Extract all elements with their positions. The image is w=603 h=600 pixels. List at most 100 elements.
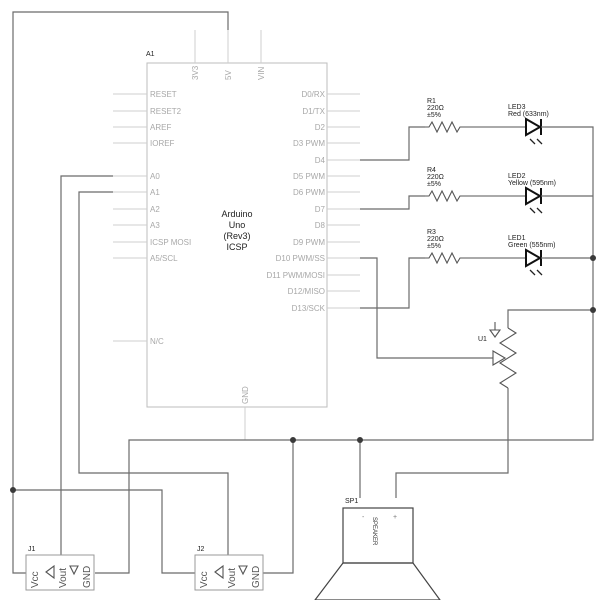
- pin-right-label: D6 PWM: [293, 188, 325, 197]
- wire-d4-r1: [360, 126, 425, 161]
- pin-left-label: ICSP MOSI: [150, 238, 191, 247]
- pot-wiper-arrow: [492, 350, 507, 366]
- wire-speaker-pot: [395, 388, 509, 498]
- pin-right-label: D7: [315, 205, 326, 214]
- sensor-pin-label: Vcc: [199, 571, 210, 588]
- pin-top-label: VIN: [257, 66, 266, 80]
- resistor-tolerance: ±5%: [427, 243, 441, 250]
- junction: [290, 437, 296, 443]
- resistor-zigzag: [425, 251, 525, 265]
- pin-right-label: D2: [315, 123, 326, 132]
- potentiometer: U1: [478, 322, 518, 389]
- led-emitter-icon: [69, 565, 79, 576]
- junction: [590, 255, 596, 261]
- speaker-cone: [314, 562, 441, 600]
- junction: [357, 437, 363, 443]
- wires: [10, 11, 596, 574]
- pin-left-label: AREF: [150, 123, 171, 132]
- wire-a0-j1-vout: [60, 175, 113, 555]
- speaker-ref: SP1: [345, 498, 358, 505]
- resistor-tolerance: ±5%: [427, 112, 441, 119]
- resistor-ref: R3: [427, 229, 436, 236]
- sensor-pin-label: GND: [251, 566, 262, 588]
- resistor-zigzag: [425, 189, 525, 203]
- pin-right-label: D4: [315, 156, 326, 165]
- resistor-value: 220Ω: [427, 236, 444, 243]
- ground-icon: [488, 322, 502, 338]
- sensor-pin-label: Vout: [227, 568, 238, 588]
- sensor-ref: J2: [197, 546, 205, 553]
- pin-top-label: 3V3: [191, 65, 200, 80]
- resistor-value: 220Ω: [427, 105, 444, 112]
- led-ref: LED1: [508, 235, 526, 242]
- pin-left-label: A0: [150, 172, 160, 181]
- pin-right-label: D10 PWM/SS: [276, 254, 325, 263]
- pin-left-label: A3: [150, 221, 160, 230]
- light-emission-icon: [529, 207, 543, 214]
- resistor-tolerance: ±5%: [427, 181, 441, 188]
- wire-d13-r3: [360, 257, 425, 309]
- arduino-title-4: ICSP: [226, 242, 247, 252]
- led-emitter-icon: [238, 565, 248, 576]
- junction: [590, 307, 596, 313]
- arduino-body: [146, 62, 328, 408]
- pin-right-label: D3 PWM: [293, 139, 325, 148]
- wire-5v-j2-vcc: [13, 489, 195, 574]
- wire-5v-j1-vcc: [12, 11, 229, 574]
- led-desc: Yellow (595nm): [508, 180, 556, 187]
- sensor-ref: J1: [28, 546, 36, 553]
- sensor-pin-label: Vout: [58, 568, 69, 588]
- pin-left-label: IOREF: [150, 139, 175, 148]
- speaker-plus: +: [393, 514, 397, 521]
- photodiode-icon: [45, 564, 55, 580]
- pin-left-label: RESET: [150, 90, 177, 99]
- resistor-value: 220Ω: [427, 174, 444, 181]
- pin-left-label: A1: [150, 188, 160, 197]
- pin-right-label: D5 PWM: [293, 172, 325, 181]
- photodiode-icon: [214, 564, 224, 580]
- arduino-ref: A1: [146, 51, 155, 58]
- arduino-uno: A1 Arduino Uno (Rev3) ICSP 3V3 5V VIN RESET…: [113, 30, 360, 440]
- wire-d7-r4: [360, 195, 425, 210]
- sensor-pin-label: Vcc: [30, 571, 41, 588]
- junction: [10, 487, 16, 493]
- speaker-box: [342, 507, 414, 564]
- speaker-minus: -: [362, 514, 365, 521]
- led-desc: Green (555nm): [508, 242, 555, 249]
- pin-left-label: RESET2: [150, 107, 182, 116]
- led-desc: Red (633nm): [508, 111, 549, 118]
- light-emission-icon: [529, 269, 543, 276]
- pin-gnd-label: GND: [241, 386, 250, 404]
- wire-gnd-j1: [95, 439, 245, 574]
- pin-right-label: D1/TX: [302, 107, 325, 116]
- sensor-box: [194, 554, 264, 591]
- arduino-title-2: Uno: [229, 220, 246, 230]
- sensor-pin-label: GND: [82, 566, 93, 588]
- pot-ref: U1: [478, 336, 487, 343]
- speaker: SP1 - + SPEAKER: [314, 498, 441, 600]
- pin-left-label: A2: [150, 205, 160, 214]
- led-ref: LED2: [508, 173, 526, 180]
- pin-top-label: 5V: [224, 70, 233, 80]
- arduino-title-1: Arduino: [221, 209, 252, 219]
- pin-right-label: D9 PWM: [293, 238, 325, 247]
- led-diode-icon: [525, 186, 543, 206]
- led-diode-icon: [525, 117, 543, 137]
- resistor-ref: R4: [427, 167, 436, 174]
- wire-gnd-j2: [262, 440, 294, 574]
- pin-right-label: D11 PWM/MOSI: [266, 271, 325, 280]
- led-ref: LED3: [508, 104, 526, 111]
- arduino-title-3: (Rev3): [223, 231, 250, 241]
- wire-gnd-bus: [245, 126, 594, 441]
- wire-a1-j2-vout: [78, 191, 229, 555]
- sensor-box: [25, 554, 95, 591]
- resistor-zigzag: [425, 120, 525, 134]
